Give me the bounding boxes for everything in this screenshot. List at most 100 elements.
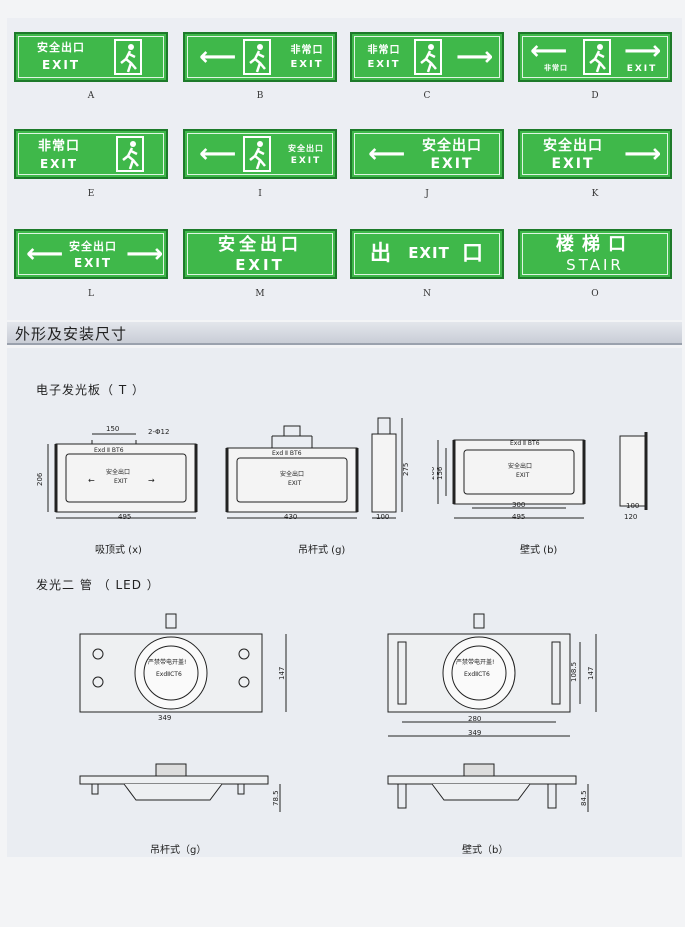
section-header: 外形及安装尺寸 [7,322,682,345]
arrow-left-icon: ⟵ [26,239,64,269]
sign-m-zh: 安全出口 [218,235,302,255]
panel2-heading: 发光二 管 （ LED ） [36,578,160,592]
sign-e-en: EXIT [39,157,79,171]
wall-side-drawing: 100 120 [619,432,648,521]
sign-d-en: EXIT [626,64,658,74]
sign-label-c: C [423,91,431,101]
dim-label: 495 [118,513,131,521]
arrow-right-icon: → [148,476,155,485]
dim-label: 275 [402,463,410,476]
sign-m: 安全出口 EXIT [183,229,337,279]
ceiling-mount-drawing: 150 2-Φ12 Exd Ⅱ BT6 安全出口 EXIT ← → 206 49… [36,425,198,521]
nameplate-text: 严禁带电开盖! [456,658,494,666]
drawing-panel [7,348,682,857]
sign-label-d: D [591,91,599,101]
marking-text: Exd Ⅱ BT6 [272,450,302,457]
dim-label: 206 [36,472,44,486]
arrow-left-icon: ⟵ [199,42,237,72]
running-man-icon [114,39,142,75]
inner-zh-text: 安全出口 [508,462,532,470]
sign-k-en: EXIT [551,156,595,172]
arrow-right-icon: ⟶ [624,36,662,66]
arrow-left-icon: ⟵ [199,139,237,169]
inner-en-text: EXIT [516,472,530,479]
arrow-left-icon: ⟵ [530,36,568,66]
sign-n-zh-right: 口 [462,241,483,265]
arrow-left-icon: ← [88,476,95,485]
side-view-drawing: 275 100 [371,417,410,521]
led-side-pendant-drawing: 78.5 [79,763,281,812]
sign-b: ⟵ 非常口 EXIT [183,32,337,82]
wall-mount-drawing: Exd Ⅱ BT6 安全出口 EXIT 206 156 300 495 [432,439,586,521]
sign-l-en: EXIT [73,256,113,270]
arrow-right-icon: ⟶ [624,139,662,169]
sign-o-en: STAIR [566,256,624,274]
sign-c: 非常口 EXIT ⟶ [350,32,504,82]
sign-a: 安全出口 EXIT [14,32,168,82]
dim-label: 100 [626,502,639,510]
sign-label-o: O [591,289,599,299]
dim-label: 147 [587,667,595,680]
sign-n-en: EXIT [408,244,450,262]
dim-label: 78.5 [272,790,280,806]
inner-zh-text: 安全出口 [106,468,130,476]
sign-c-en: EXIT [367,59,401,70]
arrow-left-icon: ⟵ [368,139,406,169]
sign-label-n: N [423,289,431,299]
dim-label: 349 [468,729,481,737]
caption-ceiling: 吸顶式 (x) [95,545,142,556]
caption-wall: 壁式 (b) [520,545,558,556]
running-man-icon [116,136,144,172]
sign-c-zh: 非常口 [367,45,401,56]
sign-m-en: EXIT [235,256,285,274]
sign-label-l: L [88,289,94,299]
sign-a-en: EXIT [41,58,81,72]
marking-text: Exd Ⅱ BT6 [94,447,124,454]
section-title: 外形及安装尺寸 [15,325,128,343]
sign-b-zh: 非常口 [290,45,324,56]
sign-o: 楼梯口 STAIR [518,229,672,279]
sign-e-zh: 非常口 [37,139,80,154]
running-man-icon [414,39,442,75]
sign-label-i: I [258,189,262,199]
dim-label: 2-Φ12 [148,428,169,436]
dim-label: 300 [512,501,525,509]
sign-l-zh: 安全出口 [69,240,117,253]
dim-label: 100 [376,513,389,521]
dim-label: 280 [468,715,481,723]
sign-e: 非常口 EXIT [14,129,168,179]
caption-led-wall: 壁式（b） [462,845,509,856]
led-side-wall-drawing: 84.5 [387,763,589,812]
sign-i-en: EXIT [290,156,322,166]
sign-k-zh: 安全出口 [543,138,603,154]
sign-i-zh: 安全出口 [288,144,324,153]
sign-label-a: A [87,91,95,101]
sign-j: ⟵ 安全出口 EXIT [350,129,504,179]
sign-o-zh: 楼梯口 [556,234,634,255]
sign-j-zh: 安全出口 [422,138,482,154]
inner-en-text: EXIT [288,480,302,487]
inner-en-text: EXIT [114,478,128,485]
sign-label-k: K [591,189,599,199]
sign-n: 出 EXIT 口 [350,229,504,279]
sign-label-b: B [256,91,264,101]
sign-label-m: M [255,289,265,299]
marking-text: ExdⅡCT6 [156,671,182,678]
sign-i: ⟵ 安全出口 EXIT [183,129,337,179]
sign-l: ⟵ 安全出口 EXIT ⟶ [14,229,168,279]
dim-label: 156 [436,466,444,480]
marking-text: Exd Ⅱ BT6 [510,440,540,447]
dim-label: 84.5 [580,790,588,806]
running-man-icon [243,39,271,75]
dim-label: 150 [106,425,119,433]
caption-led-pendant: 吊杆式（g） [150,845,207,856]
panel1-heading: 电子发光板（ T ） [36,383,145,397]
dim-label: 147 [278,667,286,680]
dim-label: 120 [624,513,637,521]
sign-k: 安全出口 EXIT ⟶ [518,129,672,179]
led-front-wall-drawing: 严禁带电开盖! ExdⅡCT6 280 349 108.5 147 [387,613,597,737]
led-front-drawing: 严禁带电开盖! ExdⅡCT6 349 147 [79,613,287,722]
arrow-right-icon: ⟶ [456,42,494,72]
dim-label: 495 [512,513,525,521]
dim-label: 430 [284,513,297,521]
